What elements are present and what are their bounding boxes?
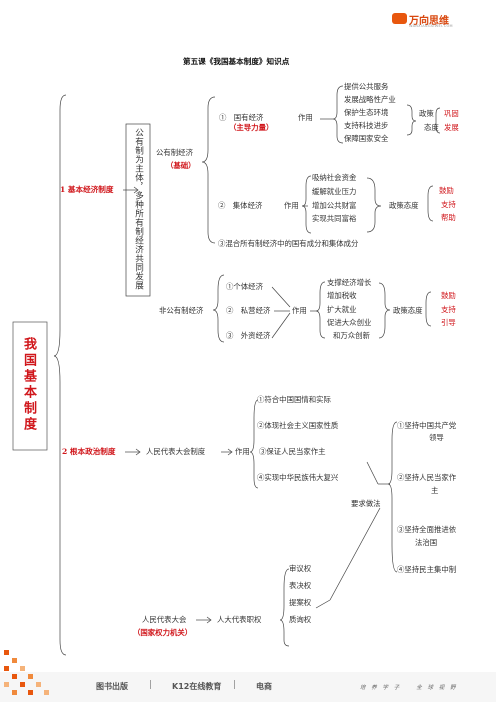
list-item: 表决权 bbox=[289, 581, 312, 590]
state-economy-attitude: 发展 bbox=[444, 123, 459, 132]
footer-separator: | bbox=[233, 680, 237, 690]
page-title: 第五课《我国基本制度》知识点 bbox=[183, 57, 290, 66]
state-economy-sub: （主导力量） bbox=[229, 123, 274, 132]
list-item: ②坚持人民当家作 bbox=[397, 473, 457, 482]
list-item: 提案权 bbox=[289, 598, 312, 607]
brand-logo-icon bbox=[392, 13, 407, 24]
collective-economy-policy: 政策态度 bbox=[389, 201, 419, 210]
brand-logo-sub: WANXIANGSIWEI.COM bbox=[409, 24, 453, 28]
state-economy-policy-1: 政策 bbox=[419, 109, 434, 118]
nonpublic-action: 作用 bbox=[292, 306, 307, 315]
footer-item-ecommerce: 电商 bbox=[256, 682, 272, 691]
collective-attitude: 支持 bbox=[441, 200, 456, 209]
list-item: 发展战略性产业 bbox=[344, 95, 396, 104]
state-economy-label: ① 国有经济 bbox=[219, 113, 264, 122]
list-item: 促进大众创业 bbox=[327, 318, 372, 327]
list-item: 法治国 bbox=[415, 538, 438, 547]
footer-bar bbox=[0, 672, 496, 702]
list-item: 提供公共服务 bbox=[344, 82, 389, 91]
nonpublic-type: ①个体经济 bbox=[226, 282, 263, 291]
politics-label: 2 根本政治制度 bbox=[62, 447, 116, 456]
nonpublic-label: 非公有制经济 bbox=[159, 306, 204, 315]
list-item: 实现共同富裕 bbox=[312, 214, 357, 223]
list-item: ①符合中国国情和实际 bbox=[257, 395, 331, 404]
list-item: 审议权 bbox=[289, 564, 312, 573]
nonpublic-attitude: 支持 bbox=[441, 305, 456, 314]
list-item: 保障国家安全 bbox=[344, 134, 389, 143]
list-item: ③坚持全面推进依 bbox=[397, 525, 457, 534]
npc-label: 人民代表大会 bbox=[142, 615, 187, 624]
list-item: ①坚持中国共产党 bbox=[397, 421, 457, 430]
footer-item-k12: K12在线教育 bbox=[172, 682, 222, 691]
collective-economy-action: 作用 bbox=[284, 201, 299, 210]
list-item: ④坚持民主集中制 bbox=[397, 565, 457, 574]
list-item: 主 bbox=[431, 486, 439, 495]
mixed-ownership: ③混合所有制经济中的国有成分和集体成分 bbox=[218, 239, 359, 248]
footer-item-books: 图书出版 bbox=[96, 682, 128, 691]
footer-separator: | bbox=[149, 680, 153, 690]
public-ownership-label: 公有制经济 bbox=[156, 148, 193, 157]
footer-slogan: 培 养 学 子 全 球 视 野 bbox=[360, 685, 458, 691]
list-item: 质询权 bbox=[289, 615, 312, 624]
list-item: ③保证人民当家作主 bbox=[259, 447, 326, 456]
requirement-label: 要求做法 bbox=[351, 499, 381, 508]
nonpublic-attitude: 鼓励 bbox=[441, 291, 456, 300]
list-item: 和万众创新 bbox=[333, 331, 370, 340]
state-economy-policy-2: 态度 bbox=[424, 123, 439, 132]
nonpublic-type: ② 私营经济 bbox=[226, 306, 271, 315]
list-item: ④实现中华民族伟大复兴 bbox=[257, 473, 339, 482]
list-item: 增加税收 bbox=[327, 291, 357, 300]
root-topic: 我国基本制度 bbox=[21, 337, 36, 433]
collective-attitude: 帮助 bbox=[441, 213, 456, 222]
list-item: ②体现社会主义国家性质 bbox=[257, 421, 339, 430]
npc-system-action: 作用 bbox=[235, 447, 250, 456]
collective-attitude: 鼓励 bbox=[439, 186, 454, 195]
nonpublic-policy: 政策态度 bbox=[393, 306, 423, 315]
state-economy-attitude: 巩固 bbox=[444, 109, 459, 118]
list-item: 领导 bbox=[429, 433, 444, 442]
list-item: 扩大就业 bbox=[327, 305, 357, 314]
collective-economy-label: ② 集体经济 bbox=[218, 201, 263, 210]
list-item: 支撑经济增长 bbox=[327, 278, 372, 287]
npc-sub: （国家权力机关） bbox=[133, 628, 193, 637]
npc-system: 人民代表大会制度 bbox=[146, 447, 206, 456]
economy-label: 1 基本经济制度 bbox=[60, 185, 114, 194]
deputies-powers-label: 人大代表职权 bbox=[217, 615, 262, 624]
list-item: 增加公共财富 bbox=[312, 201, 357, 210]
list-item: 保护生态环境 bbox=[344, 108, 389, 117]
nonpublic-attitude: 引导 bbox=[441, 318, 456, 327]
list-item: 缓解就业压力 bbox=[312, 187, 357, 196]
state-economy-action: 作用 bbox=[298, 113, 313, 122]
list-item: 支持科技进步 bbox=[344, 121, 389, 130]
nonpublic-type: ③ 外资经济 bbox=[226, 331, 271, 340]
list-item: 吸纳社会资金 bbox=[312, 173, 357, 182]
brand-logo-text: 万向思维 bbox=[409, 16, 449, 27]
economy-principle-vertical: 公有制为主体，多种所有制经济共同发展 bbox=[133, 128, 144, 290]
public-ownership-sub: （基础） bbox=[166, 161, 196, 170]
